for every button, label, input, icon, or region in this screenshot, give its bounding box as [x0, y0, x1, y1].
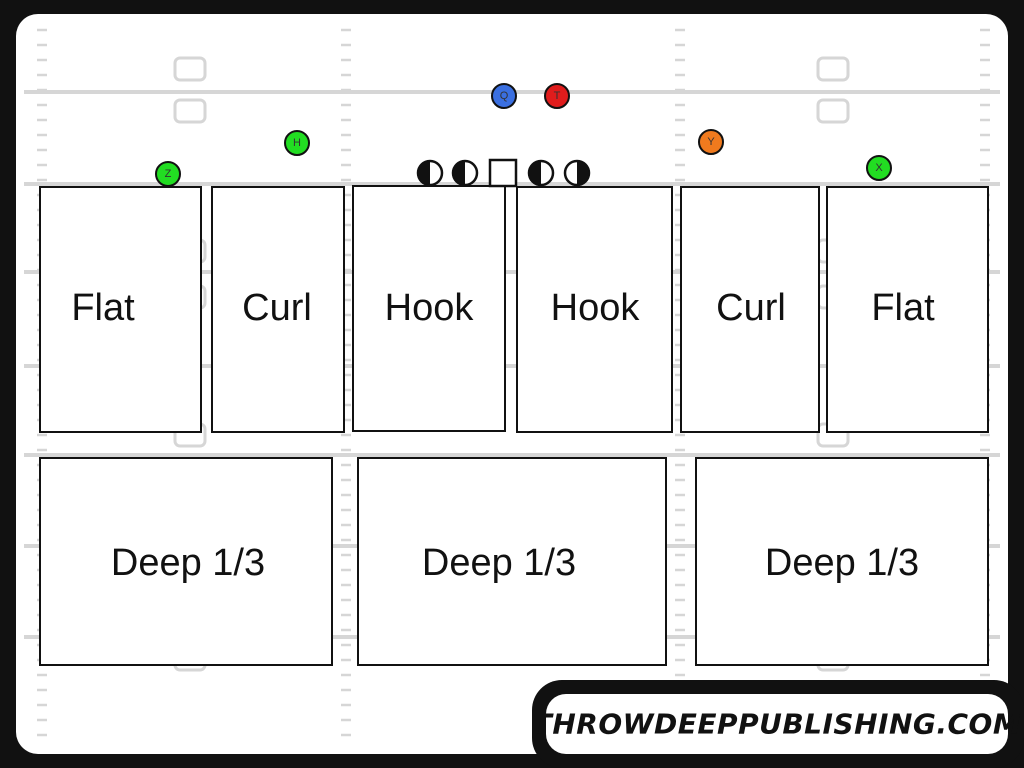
zone-flat-left: Flat — [39, 186, 202, 433]
zone-label: Curl — [242, 287, 312, 329]
zone-hook-right: Hook — [516, 186, 673, 433]
player-label: Q — [500, 90, 509, 102]
zone-flat-right: Flat — [826, 186, 989, 433]
yard-number-box — [173, 98, 207, 124]
zone-label: Hook — [551, 287, 641, 329]
player-h-icon: H — [284, 130, 310, 156]
zone-label: Deep 1/3 — [111, 542, 265, 584]
player-label: Z — [165, 168, 172, 180]
player-label: H — [293, 137, 301, 149]
zone-deep-right: Deep 1/3 — [695, 457, 989, 666]
zone-label: Deep 1/3 — [765, 542, 919, 584]
player-label: Y — [707, 136, 715, 148]
underneath-zones: Flat Curl Hook Hook Curl Flat — [39, 185, 989, 433]
skill-players: Q T H Z Y X — [155, 83, 892, 187]
zone-deep-left: Deep 1/3 — [39, 457, 333, 666]
zone-curl-left: Curl — [211, 186, 345, 433]
brand-badge: THROWDEEPPUBLISHING.COM — [532, 680, 1024, 768]
player-x-icon: X — [866, 155, 892, 181]
player-q-icon: Q — [491, 83, 517, 109]
player-t-icon: T — [544, 83, 570, 109]
left-guard-icon — [451, 159, 479, 187]
center-icon — [488, 158, 518, 188]
zone-label: Deep 1/3 — [422, 542, 576, 584]
yard-number-box — [816, 98, 850, 124]
right-guard-icon — [527, 159, 555, 187]
zone-label: Hook — [385, 287, 475, 329]
left-tackle-icon — [416, 159, 444, 187]
player-y-icon: Y — [698, 129, 724, 155]
zone-curl-right: Curl — [680, 186, 820, 433]
player-z-icon: Z — [155, 161, 181, 187]
zone-label: Curl — [716, 287, 786, 329]
zone-hook-left: Hook — [352, 185, 506, 432]
yard-number-box — [816, 56, 850, 82]
deep-zones: Deep 1/3 Deep 1/3 Deep 1/3 — [39, 457, 989, 666]
player-label: T — [554, 90, 561, 102]
zone-label: Flat — [871, 287, 935, 329]
yard-number-box — [173, 56, 207, 82]
zone-label: Flat — [71, 287, 135, 329]
brand-text: THROWDEEPPUBLISHING.COM — [533, 708, 1021, 741]
right-tackle-icon — [563, 159, 591, 187]
player-label: X — [875, 162, 883, 174]
zone-deep-middle: Deep 1/3 — [357, 457, 667, 666]
offensive-line — [416, 158, 591, 188]
